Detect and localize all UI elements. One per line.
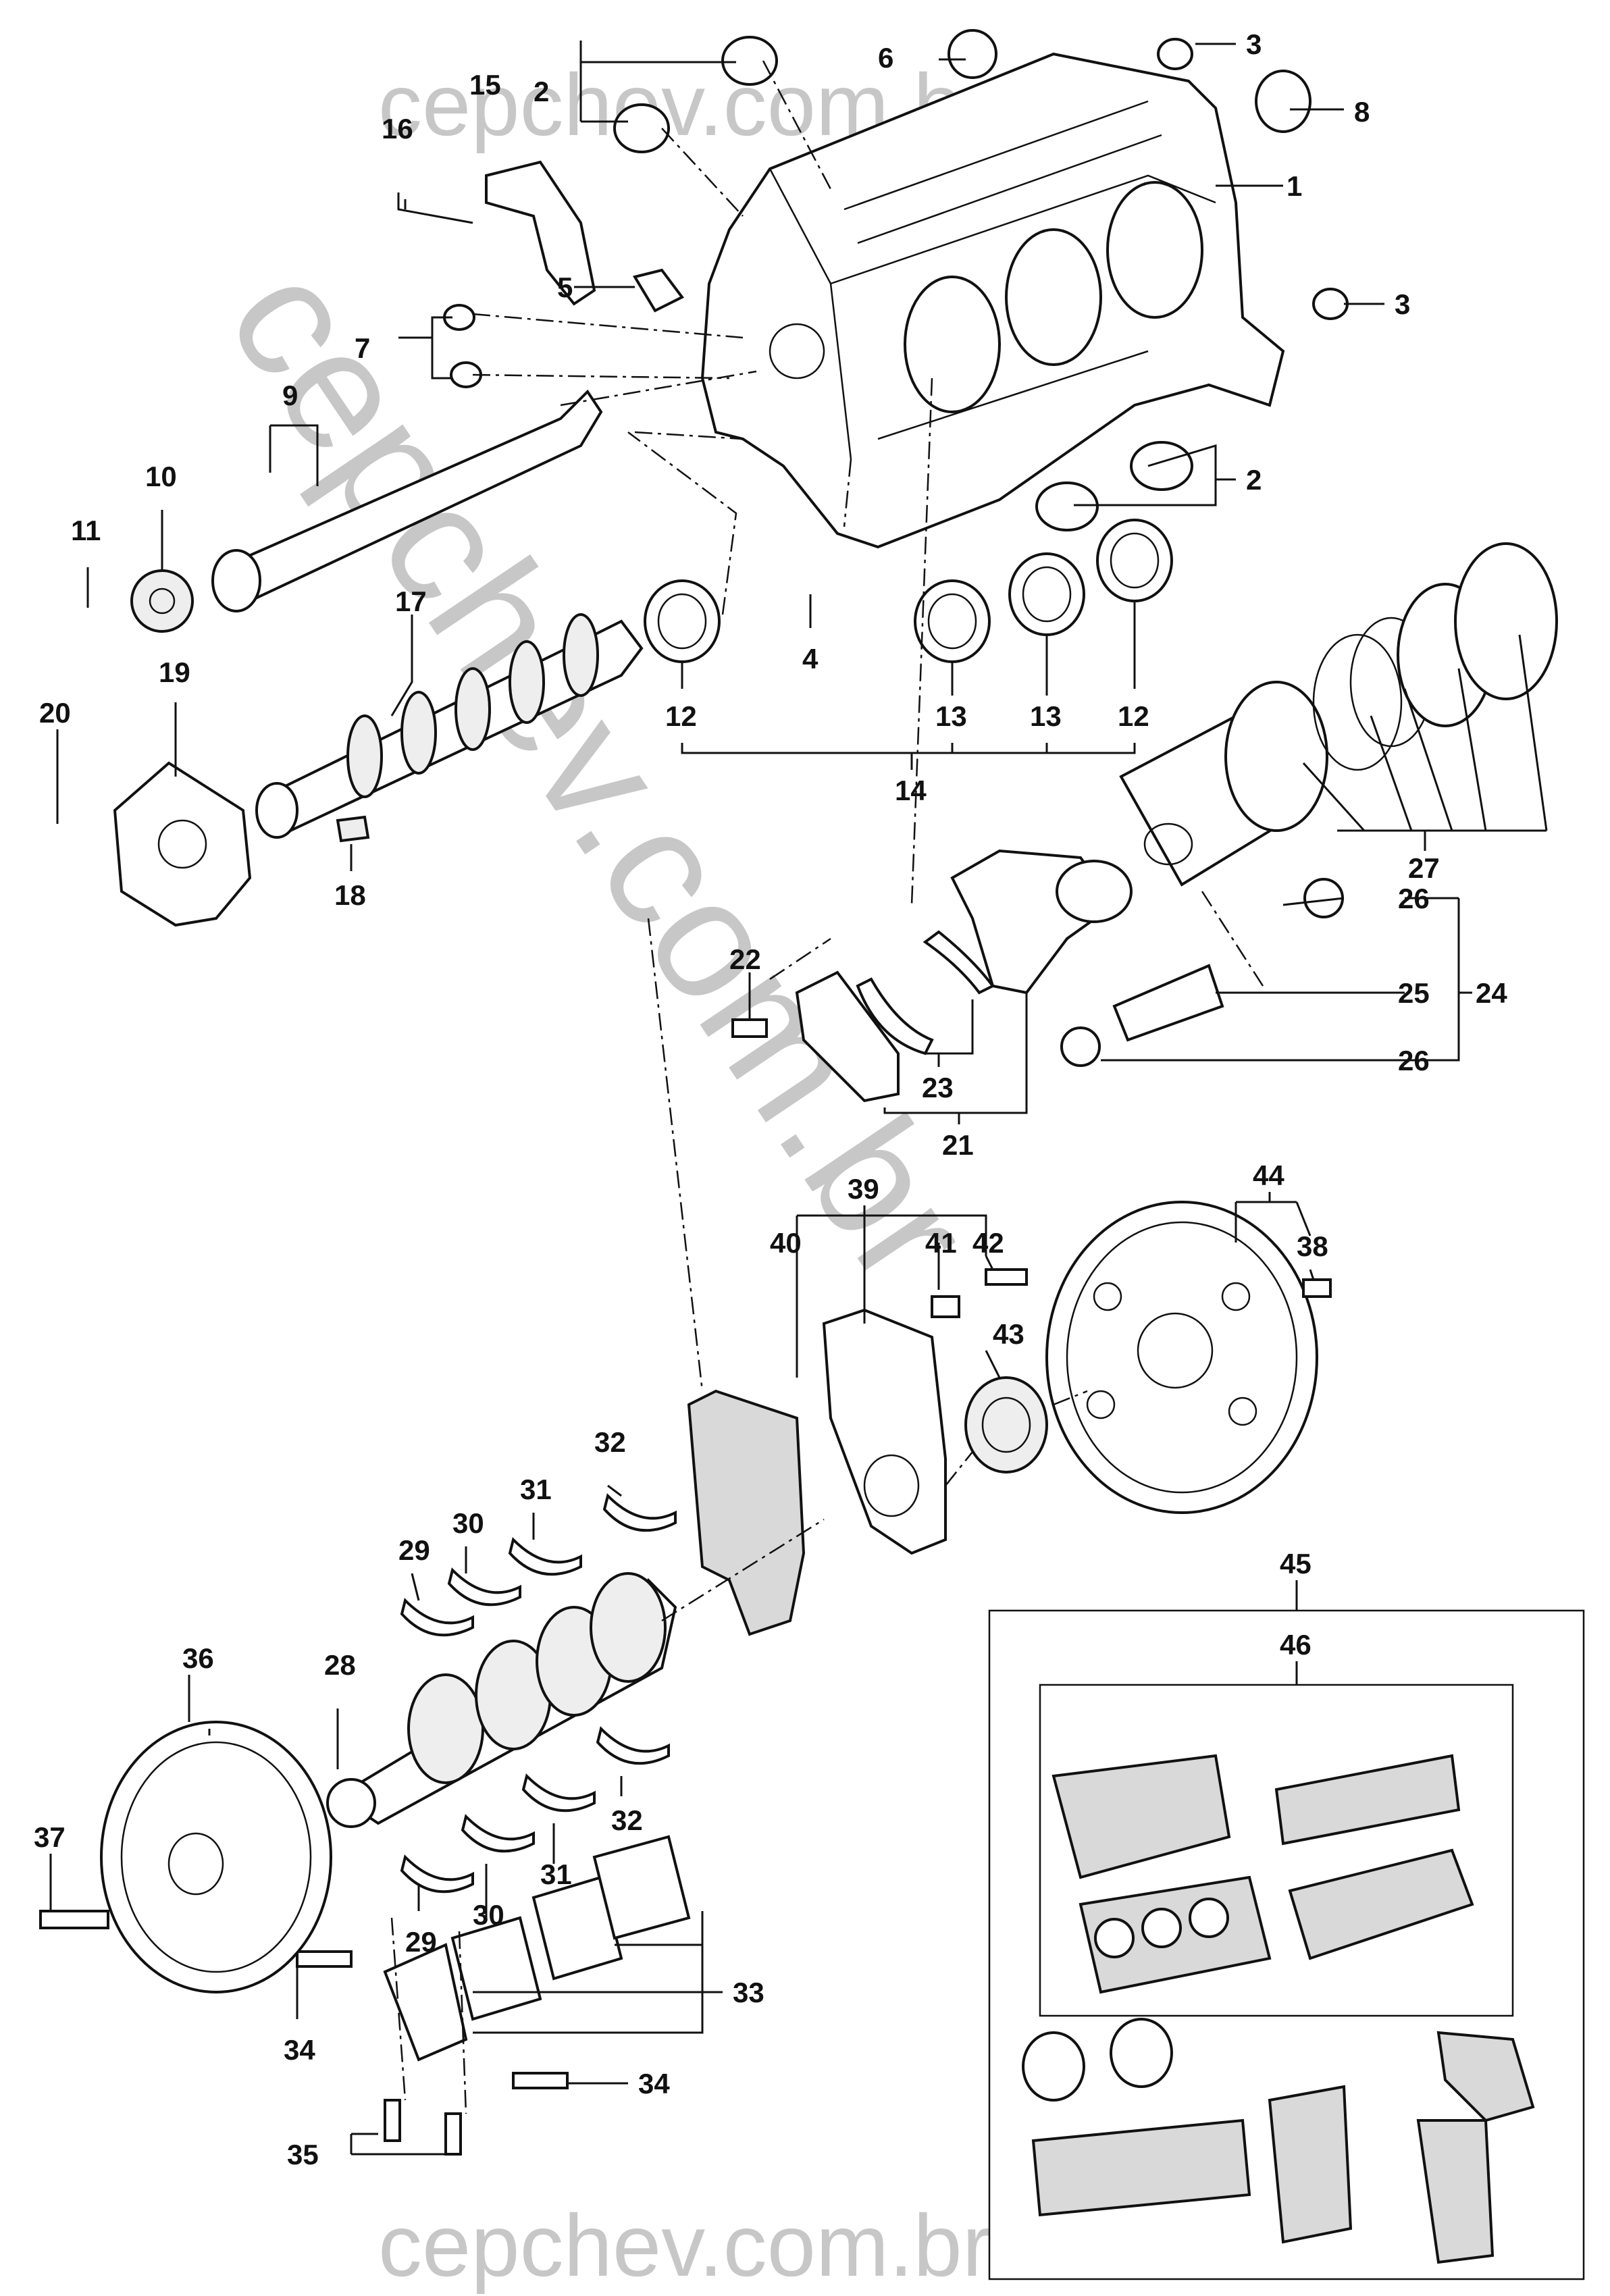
callout-21: 21 — [942, 1129, 974, 1161]
front-cover — [822, 1308, 947, 1555]
callout-12a: 12 — [665, 700, 697, 732]
callout-32b: 32 — [611, 1804, 643, 1836]
pin-clips — [1060, 878, 1344, 1067]
callout-24: 24 — [1476, 977, 1507, 1009]
callout-8: 8 — [1354, 96, 1370, 128]
callout-34a: 34 — [284, 2034, 315, 2066]
callout-32a: 32 — [594, 1426, 626, 1458]
crank-pulley — [100, 1721, 332, 1993]
callout-10: 10 — [145, 461, 177, 492]
flywheel-bolt — [1302, 1278, 1332, 1298]
callout-7: 7 — [355, 332, 370, 364]
gasket-kit-box-46 — [1039, 1684, 1514, 2017]
callout-30b: 30 — [473, 1899, 504, 1931]
callout-3a: 3 — [1246, 28, 1262, 60]
piston-pin — [1112, 964, 1224, 1042]
callout-31a: 31 — [520, 1473, 552, 1505]
callout-labels: 1 2 2 3 3 4 5 6 7 8 9 10 11 12 12 13 13 … — [34, 28, 1507, 2170]
main-bearings — [400, 1493, 677, 1894]
callout-28: 28 — [324, 1649, 356, 1681]
connecting-rod — [950, 849, 1133, 995]
callout-2a: 2 — [534, 76, 549, 107]
callout-11: 11 — [71, 515, 101, 546]
callout-30a: 30 — [452, 1507, 484, 1539]
cam-bearings — [644, 441, 1193, 663]
watermark-bottom: cepchev.com.br — [378, 2196, 991, 2295]
crankshaft — [326, 1572, 677, 1828]
spring — [632, 268, 685, 313]
callout-9: 9 — [282, 380, 298, 411]
gasket-kit-box-45 — [988, 1609, 1585, 2280]
callout-15: 15 — [469, 69, 501, 101]
flywheel — [1045, 1201, 1318, 1514]
callout-13a: 13 — [935, 700, 967, 732]
callout-4: 4 — [802, 643, 819, 675]
callout-5: 5 — [557, 271, 573, 303]
bolts-41-42 — [931, 1268, 1028, 1318]
engine-block — [700, 52, 1285, 549]
thrust-plate — [113, 761, 252, 927]
callout-25: 25 — [1398, 977, 1430, 1009]
callout-36: 36 — [182, 1642, 214, 1674]
callout-26b: 26 — [1398, 1045, 1430, 1076]
callout-33: 33 — [733, 1977, 764, 2008]
rod-bearings — [856, 930, 995, 1055]
bracket — [485, 160, 596, 306]
main-caps — [383, 1835, 691, 2062]
callout-46: 46 — [1280, 1629, 1312, 1661]
drive-gear — [130, 569, 194, 633]
callout-31b: 31 — [540, 1858, 572, 1890]
woodruff-key — [336, 815, 370, 843]
pulley-bolt — [39, 1910, 109, 1929]
callout-19: 19 — [159, 656, 190, 688]
crank-seal — [964, 1376, 1048, 1473]
main-cap-bolts — [296, 1950, 569, 2156]
callout-42: 42 — [972, 1227, 1004, 1259]
callout-27: 27 — [1408, 852, 1440, 884]
callout-17: 17 — [395, 585, 427, 617]
callout-29a: 29 — [398, 1534, 430, 1566]
piston-rings — [1224, 542, 1558, 832]
front-gasket — [687, 1389, 806, 1636]
leader-lines — [49, 41, 1548, 2156]
callout-18: 18 — [334, 879, 366, 911]
callout-43: 43 — [993, 1318, 1024, 1350]
callout-23: 23 — [922, 1072, 954, 1103]
callout-35: 35 — [287, 2139, 319, 2170]
callout-29b: 29 — [405, 1926, 437, 1958]
callout-20: 20 — [39, 697, 71, 729]
callout-38: 38 — [1297, 1230, 1328, 1262]
callout-44: 44 — [1253, 1159, 1284, 1191]
callout-34b: 34 — [638, 2068, 670, 2099]
camshaft — [255, 613, 644, 839]
callout-40: 40 — [770, 1227, 802, 1259]
callout-2b: 2 — [1246, 464, 1262, 496]
expansion-plugs — [443, 29, 1349, 388]
callout-41: 41 — [925, 1227, 957, 1259]
callout-37: 37 — [34, 1821, 66, 1853]
callout-1: 1 — [1287, 170, 1302, 202]
callout-26a: 26 — [1398, 883, 1430, 914]
callout-22: 22 — [729, 943, 761, 975]
callout-45: 45 — [1280, 1548, 1312, 1580]
callout-12b: 12 — [1118, 700, 1149, 732]
bolt-22 — [731, 1018, 768, 1038]
gasket-kit-contents — [1022, 1754, 1535, 2264]
balance-shaft — [211, 389, 603, 612]
callout-39: 39 — [848, 1173, 879, 1205]
callout-16: 16 — [382, 113, 413, 145]
callout-3b: 3 — [1395, 288, 1410, 320]
assembly-lines — [390, 60, 1264, 2114]
callout-14: 14 — [895, 775, 927, 806]
callout-6: 6 — [878, 42, 893, 74]
callout-13b: 13 — [1030, 700, 1062, 732]
rod-cap — [795, 970, 900, 1103]
